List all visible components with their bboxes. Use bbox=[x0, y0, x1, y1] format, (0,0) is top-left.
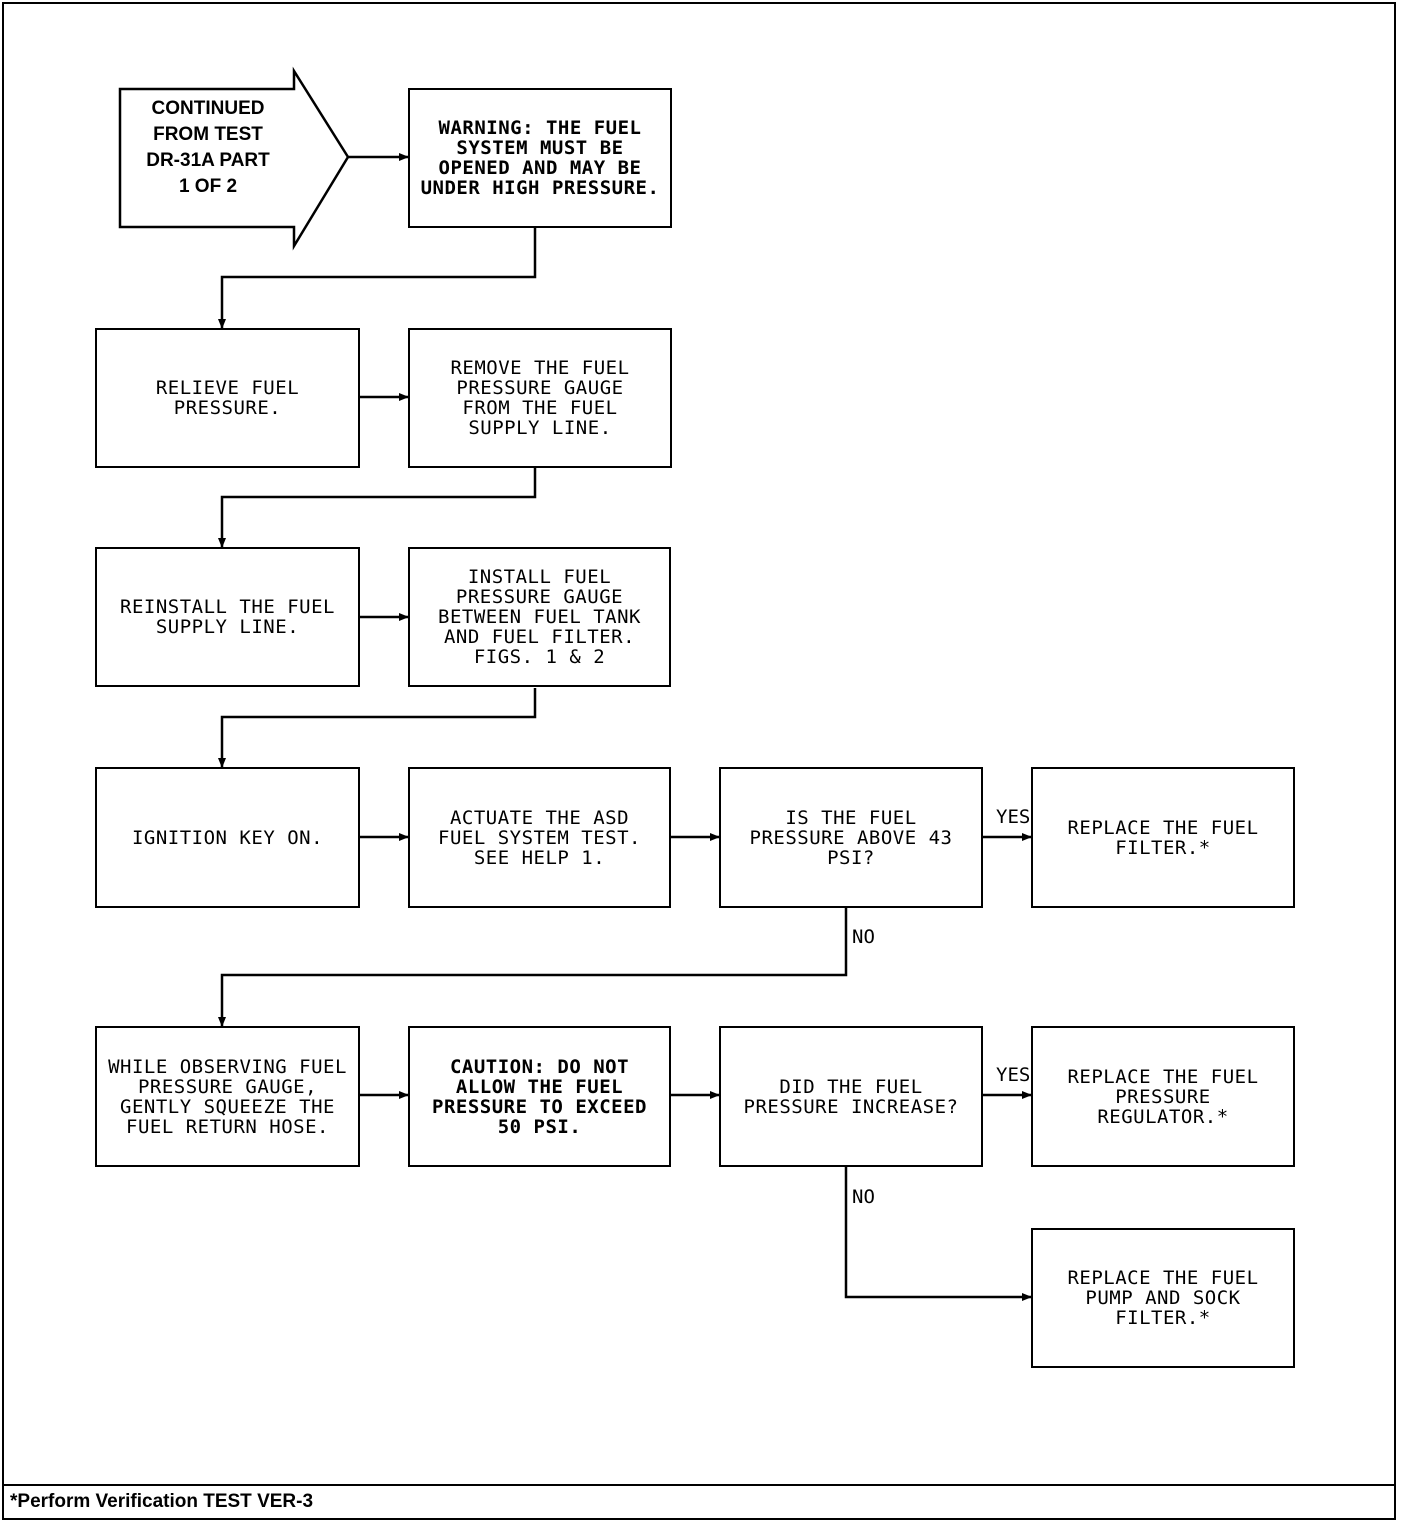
question-above-43-box: IS THE FUEL PRESSURE ABOVE 43 PSI? bbox=[719, 767, 983, 908]
actuate-test-text: ACTUATE THE ASD FUEL SYSTEM TEST. SEE HE… bbox=[438, 806, 641, 869]
connector-install-to-ignition bbox=[218, 688, 537, 768]
start-arrow-shape bbox=[118, 66, 350, 251]
install-gauge-box: INSTALL FUEL PRESSURE GAUGE BETWEEN FUEL… bbox=[408, 547, 671, 687]
no-label-2: NO bbox=[852, 1186, 875, 1208]
squeeze-hose-text: WHILE OBSERVING FUEL PRESSURE GAUGE, GEN… bbox=[108, 1055, 347, 1138]
replace-filter-text: REPLACE THE FUEL FILTER.* bbox=[1067, 816, 1259, 859]
ignition-key-box: IGNITION KEY ON. bbox=[95, 767, 360, 908]
squeeze-hose-box: WHILE OBSERVING FUEL PRESSURE GAUGE, GEN… bbox=[95, 1026, 360, 1167]
start-continued-label: CONTINUED FROM TEST DR-31A PART 1 OF 2 bbox=[146, 98, 270, 197]
question-increase-box: DID THE FUEL PRESSURE INCREASE? bbox=[719, 1026, 983, 1167]
replace-regulator-text: REPLACE THE FUEL PRESSURE REGULATOR.* bbox=[1067, 1065, 1259, 1128]
question-increase-text: DID THE FUEL PRESSURE INCREASE? bbox=[743, 1075, 959, 1118]
relieve-pressure-box: RELIEVE FUEL PRESSURE. bbox=[95, 328, 360, 468]
connector-warning-to-relieve bbox=[218, 228, 537, 329]
caution-box: CAUTION: DO NOT ALLOW THE FUEL PRESSURE … bbox=[408, 1026, 671, 1167]
relieve-pressure-text: RELIEVE FUEL PRESSURE. bbox=[155, 377, 300, 419]
install-gauge-text: INSTALL FUEL PRESSURE GAUGE BETWEEN FUEL… bbox=[438, 566, 641, 668]
footnote-verification: *Perform Verification TEST VER-3 bbox=[10, 1491, 314, 1512]
actuate-test-box: ACTUATE THE ASD FUEL SYSTEM TEST. SEE HE… bbox=[408, 767, 671, 908]
footer-divider bbox=[2, 1484, 1396, 1486]
warning-text: WARNING: THE FUEL SYSTEM MUST BE OPENED … bbox=[420, 117, 660, 199]
reinstall-line-box: REINSTALL THE FUEL SUPPLY LINE. bbox=[95, 547, 360, 687]
warning-box: WARNING: THE FUEL SYSTEM MUST BE OPENED … bbox=[408, 88, 672, 228]
ignition-key-text: IGNITION KEY ON. bbox=[131, 826, 324, 849]
connector-question-2-no bbox=[844, 1167, 1032, 1301]
remove-gauge-box: REMOVE THE FUEL PRESSURE GAUGE FROM THE … bbox=[408, 328, 672, 468]
caution-text: CAUTION: DO NOT ALLOW THE FUEL PRESSURE … bbox=[432, 1055, 647, 1138]
replace-pump-box: REPLACE THE FUEL PUMP AND SOCK FILTER.* bbox=[1031, 1228, 1295, 1368]
connector-question-1-no bbox=[218, 908, 848, 1027]
yes-label-1: YES bbox=[996, 806, 1031, 828]
reinstall-line-text: REINSTALL THE FUEL SUPPLY LINE. bbox=[120, 596, 335, 638]
question-above-43-text: IS THE FUEL PRESSURE ABOVE 43 PSI? bbox=[749, 806, 953, 869]
remove-gauge-text: REMOVE THE FUEL PRESSURE GAUGE FROM THE … bbox=[450, 357, 630, 439]
connector-remove-to-reinstall bbox=[218, 468, 537, 548]
no-label-1: NO bbox=[852, 926, 875, 948]
replace-filter-box: REPLACE THE FUEL FILTER.* bbox=[1031, 767, 1295, 908]
replace-regulator-box: REPLACE THE FUEL PRESSURE REGULATOR.* bbox=[1031, 1026, 1295, 1167]
yes-label-2: YES bbox=[996, 1064, 1031, 1086]
replace-pump-text: REPLACE THE FUEL PUMP AND SOCK FILTER.* bbox=[1067, 1267, 1259, 1329]
